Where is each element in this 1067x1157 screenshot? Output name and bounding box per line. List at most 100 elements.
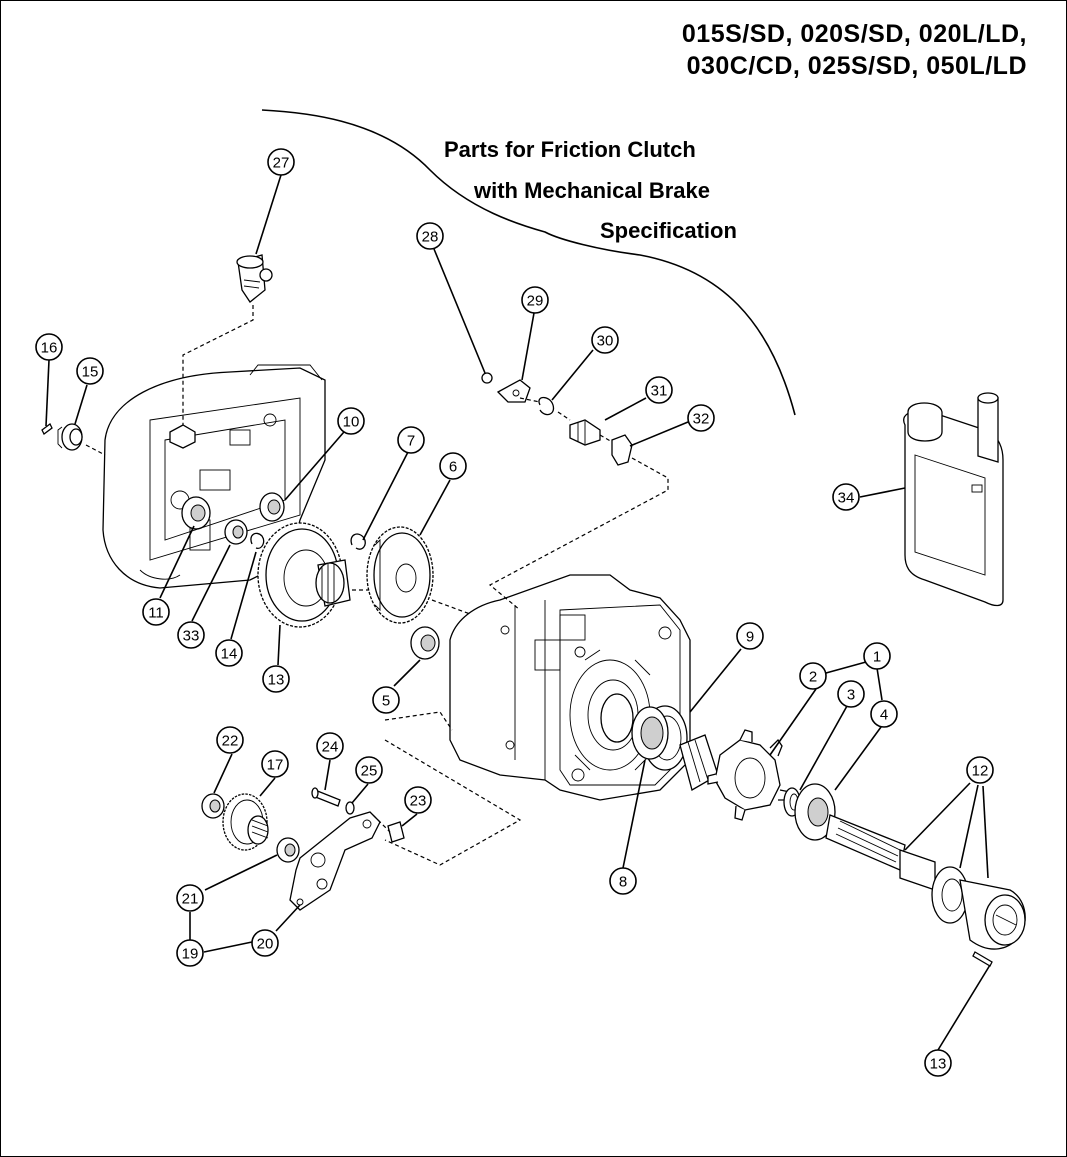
svg-text:23: 23 <box>410 793 427 810</box>
callout-27: 27 <box>267 148 295 176</box>
svg-text:32: 32 <box>693 411 710 428</box>
svg-text:27: 27 <box>273 155 290 172</box>
callout-30: 30 <box>591 326 619 354</box>
bushing-23 <box>387 821 405 843</box>
bearing-10 <box>259 492 285 522</box>
oil-seal-16 <box>57 423 83 451</box>
callout-10: 10 <box>337 407 365 435</box>
callout-18: 17 <box>261 750 289 778</box>
callout-20: 20 <box>251 929 279 957</box>
svg-text:22: 22 <box>222 733 239 750</box>
callout-22: 22 <box>216 726 244 754</box>
pin-24 <box>311 787 341 807</box>
clutch-parts-brace <box>261 109 796 416</box>
callout-13: 13 <box>924 1049 952 1077</box>
callout-25: 25 <box>355 756 383 784</box>
callout-16: 15 <box>76 357 104 385</box>
callout-5: 5 <box>372 686 400 714</box>
callout-34: 34 <box>832 483 860 511</box>
svg-text:24: 24 <box>322 739 339 756</box>
snap-ring-15 <box>250 532 265 549</box>
gear-18 <box>222 793 269 851</box>
bearing-5 <box>410 626 440 660</box>
bracket-label-line-3: Specification <box>600 218 737 243</box>
oil-bottle-34 <box>903 392 1004 607</box>
callout-31: 31 <box>645 376 673 404</box>
clutch-disc-2 <box>707 729 791 821</box>
svg-text:17: 17 <box>267 757 284 774</box>
adjuster-31 <box>569 419 601 446</box>
callout-29: 29 <box>521 286 549 314</box>
callout-14: 13 <box>262 665 290 693</box>
bracket-label-line-1: Parts for Friction Clutch <box>444 137 696 162</box>
pin-17 <box>41 423 53 435</box>
spring-30 <box>538 396 555 416</box>
callout-24: 24 <box>316 732 344 760</box>
svg-text:29: 29 <box>527 293 544 310</box>
callout-11: 11 <box>142 598 170 626</box>
gearcase-cover <box>102 364 326 589</box>
callout-4: 4 <box>870 700 898 728</box>
svg-text:19: 19 <box>182 946 199 963</box>
svg-text:33: 33 <box>183 628 200 645</box>
svg-text:31: 31 <box>651 383 668 400</box>
svg-text:3: 3 <box>847 687 855 704</box>
svg-text:16: 16 <box>41 340 58 357</box>
callout-9: 9 <box>736 622 764 650</box>
svg-text:7: 7 <box>407 433 415 450</box>
svg-text:13: 13 <box>268 672 285 689</box>
svg-text:5: 5 <box>382 693 390 710</box>
callout-7: 7 <box>397 426 425 454</box>
svg-text:15: 15 <box>82 364 99 381</box>
gearcase-body <box>449 574 691 801</box>
svg-text:6: 6 <box>449 459 457 476</box>
callout-33: 33 <box>177 621 205 649</box>
seal-8 <box>631 706 669 760</box>
bearing-22 <box>201 793 225 819</box>
gear-6 <box>366 526 434 624</box>
svg-text:10: 10 <box>343 414 360 431</box>
svg-text:12: 12 <box>972 763 989 780</box>
callout-23: 23 <box>404 786 432 814</box>
svg-text:25: 25 <box>361 763 378 780</box>
bearing-33 <box>224 519 248 545</box>
gear-shaft-14 <box>257 522 351 628</box>
callout-19: 19 <box>176 939 204 967</box>
bearing-11 <box>181 496 211 530</box>
svg-text:14: 14 <box>221 646 238 663</box>
callout-15: 14 <box>215 639 243 667</box>
callout-12: 12 <box>966 756 994 784</box>
brake-lever-20 <box>289 811 381 911</box>
output-shaft-12 <box>825 814 1026 950</box>
callout-3: 3 <box>837 680 865 708</box>
breather-plug <box>236 254 273 303</box>
callout-1: 1 <box>863 642 891 670</box>
lock-plate-32 <box>611 434 633 466</box>
svg-text:4: 4 <box>880 707 888 724</box>
leader-lines <box>45 174 991 1051</box>
bearing-4 <box>794 783 836 841</box>
svg-text:13: 13 <box>930 1056 947 1073</box>
snap-ring-7 <box>350 533 366 550</box>
model-list-line-2: 030C/CD, 025S/SD, 050L/LD <box>686 52 1027 80</box>
svg-text:34: 34 <box>838 490 855 507</box>
callout-21: 21 <box>176 884 204 912</box>
callout-6: 6 <box>439 452 467 480</box>
bolt-13 <box>972 951 993 967</box>
bracket-label-line-2: with Mechanical Brake <box>474 178 710 203</box>
svg-text:2: 2 <box>809 669 817 686</box>
bearing-21 <box>276 837 300 863</box>
svg-text:21: 21 <box>182 891 199 908</box>
svg-text:11: 11 <box>148 605 164 622</box>
clutch-ring-28 <box>481 372 493 384</box>
callout-28: 28 <box>416 222 444 250</box>
callout-2: 2 <box>799 662 827 690</box>
washer-25 <box>345 801 355 815</box>
svg-text:8: 8 <box>619 874 627 891</box>
svg-text:1: 1 <box>873 649 881 666</box>
callout-17: 16 <box>35 333 63 361</box>
svg-text:9: 9 <box>746 629 754 646</box>
callout-8: 8 <box>609 867 637 895</box>
model-list-line-1: 015S/SD, 020S/SD, 020L/LD, <box>681 20 1027 48</box>
